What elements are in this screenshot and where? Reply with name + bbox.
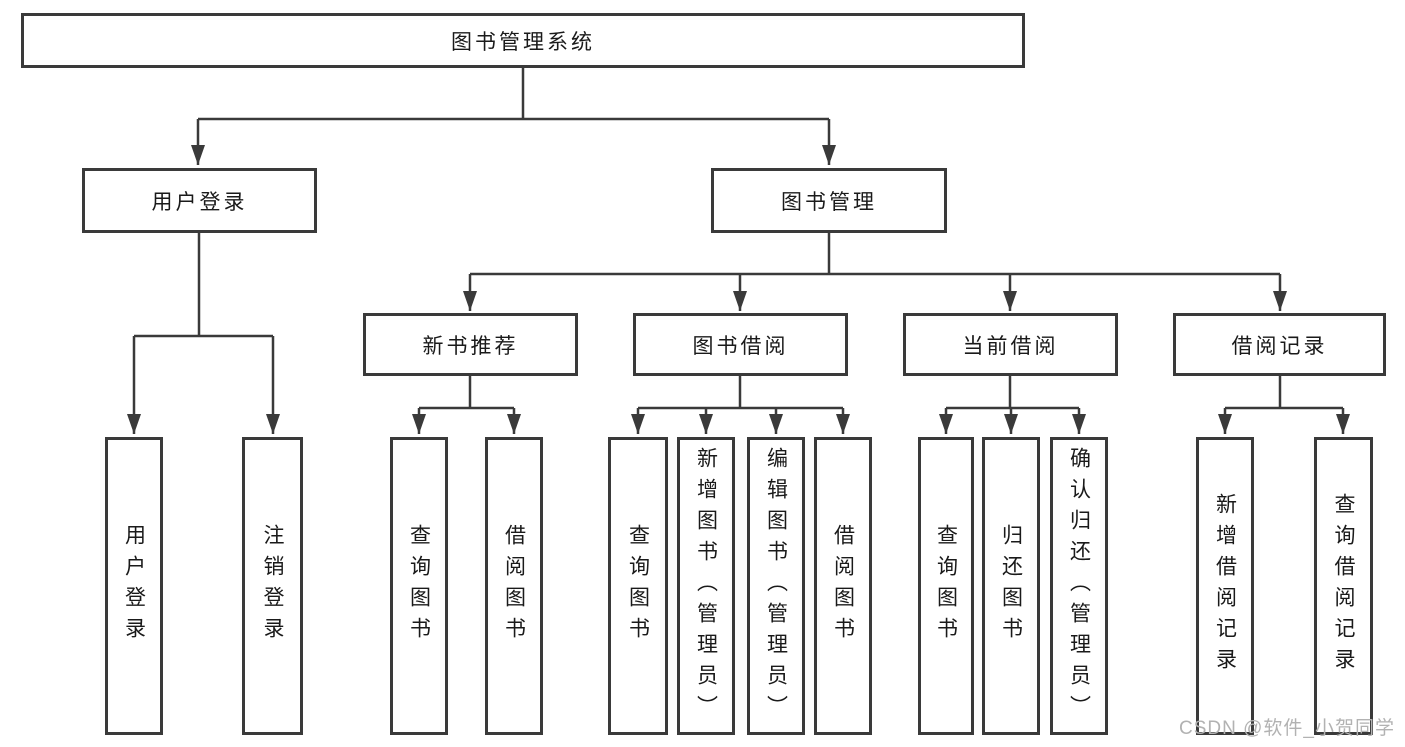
node-label: 查询借阅记录: [1332, 493, 1355, 679]
node-label: 查询图书: [934, 524, 958, 648]
node-label: 归还图书: [999, 524, 1023, 648]
node-label: 借阅图书: [831, 524, 855, 648]
node-label: 用户登录: [122, 524, 146, 648]
node-library-system-root: 图书管理系统: [21, 13, 1025, 68]
node-borrow-books-leaf: 借阅图书: [814, 437, 872, 735]
node-label: 编辑图书（管理员）: [764, 446, 788, 726]
node-user-login-leaf: 用户登录: [105, 437, 163, 735]
csdn-watermark: CSDN @软件_小贺同学: [1179, 718, 1395, 739]
node-query-borrow-record: 查询借阅记录: [1314, 437, 1373, 735]
node-current-borrowing: 当前借阅: [903, 313, 1118, 376]
node-label: 查询图书: [626, 524, 650, 648]
node-label: 借阅图书: [502, 524, 526, 648]
node-label: 新增图书（管理员）: [694, 446, 718, 726]
node-book-borrowing: 图书借阅: [633, 313, 848, 376]
node-label: 注销登录: [261, 524, 284, 648]
node-query-books-current: 查询图书: [918, 437, 974, 735]
node-user-login: 用户登录: [82, 168, 317, 233]
node-borrowing-records: 借阅记录: [1173, 313, 1386, 376]
node-borrow-books-recommend: 借阅图书: [485, 437, 543, 735]
node-query-books-borrowing: 查询图书: [608, 437, 668, 735]
node-logout-leaf: 注销登录: [242, 437, 303, 735]
node-new-book-recommend: 新书推荐: [363, 313, 578, 376]
node-edit-books-admin: 编辑图书（管理员）: [747, 437, 805, 735]
node-label: 查询图书: [407, 524, 431, 648]
node-add-borrow-record: 新增借阅记录: [1196, 437, 1254, 735]
node-query-books-recommend: 查询图书: [390, 437, 448, 735]
node-label: 新增借阅记录: [1213, 493, 1237, 679]
node-add-books-admin: 新增图书（管理员）: [677, 437, 735, 735]
node-book-management: 图书管理: [711, 168, 947, 233]
node-confirm-return-admin: 确认归还（管理员）: [1050, 437, 1108, 735]
node-return-books: 归还图书: [982, 437, 1040, 735]
node-label: 确认归还（管理员）: [1067, 446, 1091, 726]
